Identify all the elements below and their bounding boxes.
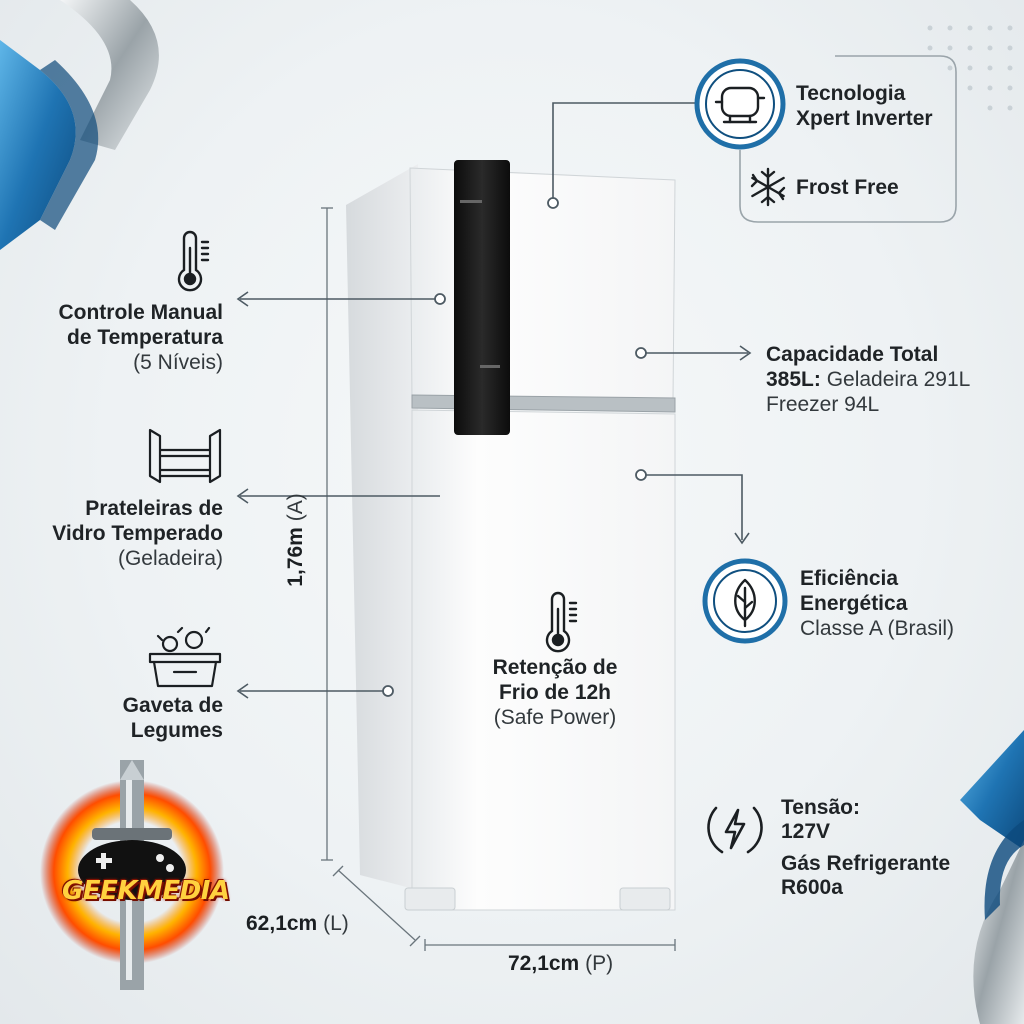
capacity-label: Capacidade Total 385L: Geladeira 291L Fr… bbox=[766, 342, 970, 417]
glass-shelves-line1: Prateleiras de bbox=[85, 497, 223, 520]
capacity-fridge: Geladeira 291L bbox=[820, 368, 971, 391]
height-dimension-label: 1,76m (A) bbox=[284, 493, 308, 586]
height-unit: (A) bbox=[284, 493, 307, 522]
inverter-label-line2: Xpert Inverter bbox=[796, 107, 933, 130]
temperature-control-line1: Controle Manual bbox=[58, 301, 223, 324]
efficiency-line2: Energética bbox=[800, 592, 908, 615]
capacity-total: 385L: bbox=[766, 368, 821, 391]
dots-pattern bbox=[927, 25, 1013, 111]
vegetable-drawer-label: Gaveta de Legumes bbox=[20, 693, 223, 743]
temperature-control-line2: de Temperatura bbox=[67, 326, 223, 349]
thermometer-icon bbox=[545, 591, 578, 653]
temperature-control-line3: (5 Níveis) bbox=[133, 351, 223, 374]
glass-shelves-line2: Vidro Temperado bbox=[52, 522, 223, 545]
geekmedia-logo: GEEKMEDIA bbox=[62, 876, 230, 906]
retention-line2: Frio de 12h bbox=[498, 681, 612, 704]
efficiency-line1: Eficiência bbox=[800, 567, 899, 590]
leaf-icon bbox=[702, 558, 788, 644]
cold-retention-label: Retenção de Frio de 12h (Safe Power) bbox=[455, 655, 655, 730]
glass-shelves-line3: (Geladeira) bbox=[117, 547, 223, 570]
width-dimension-label: 62,1cm (L) bbox=[246, 912, 349, 936]
capacity-line1: Capacidade Total bbox=[766, 343, 939, 366]
depth-unit: (P) bbox=[585, 952, 614, 975]
retention-line1: Retenção de bbox=[492, 656, 618, 679]
voltage-label: Tensão: 127V Gás Refrigerante R600a bbox=[781, 796, 950, 900]
capacity-freezer: Freezer 94L bbox=[766, 393, 880, 416]
efficiency-line3: Classe A (Brasil) bbox=[800, 617, 955, 640]
shelves-icon bbox=[148, 428, 222, 484]
frost-free-label: Frost Free bbox=[796, 176, 899, 199]
ribbon-top-left bbox=[0, 0, 159, 250]
lightning-icon bbox=[707, 806, 763, 854]
inverter-label: Tecnologia Xpert Inverter bbox=[796, 81, 933, 131]
refrigerant-value: R600a bbox=[781, 876, 843, 899]
vegetable-drawer-line1: Gaveta de bbox=[122, 694, 223, 717]
width-value: 62,1cm bbox=[246, 912, 318, 935]
temperature-control-label: Controle Manual de Temperatura (5 Níveis… bbox=[20, 300, 223, 375]
thermometer-icon bbox=[177, 230, 210, 292]
compressor-icon bbox=[694, 58, 786, 150]
ribbon-bottom-right bbox=[960, 730, 1024, 1024]
refrigerator-illustration bbox=[346, 160, 676, 911]
snowflake-icon bbox=[750, 167, 786, 207]
inverter-label-line1: Tecnologia bbox=[796, 82, 906, 105]
voltage-value: 127V bbox=[781, 820, 831, 843]
depth-value: 72,1cm bbox=[508, 952, 580, 975]
depth-dimension-label: 72,1cm (P) bbox=[508, 952, 613, 976]
vegetable-drawer-icon bbox=[148, 626, 222, 688]
vegetable-drawer-line2: Legumes bbox=[130, 719, 223, 742]
retention-line3: (Safe Power) bbox=[493, 706, 617, 729]
voltage-line1: Tensão: bbox=[781, 796, 860, 819]
energy-efficiency-label: Eficiência Energética Classe A (Brasil) bbox=[800, 566, 954, 641]
glass-shelves-label: Prateleiras de Vidro Temperado (Geladeir… bbox=[20, 496, 223, 571]
refrigerant-line1: Gás Refrigerante bbox=[781, 852, 951, 875]
height-value: 1,76m bbox=[284, 527, 307, 587]
width-unit: (L) bbox=[323, 912, 349, 935]
geekmedia-logo-art bbox=[40, 760, 224, 990]
